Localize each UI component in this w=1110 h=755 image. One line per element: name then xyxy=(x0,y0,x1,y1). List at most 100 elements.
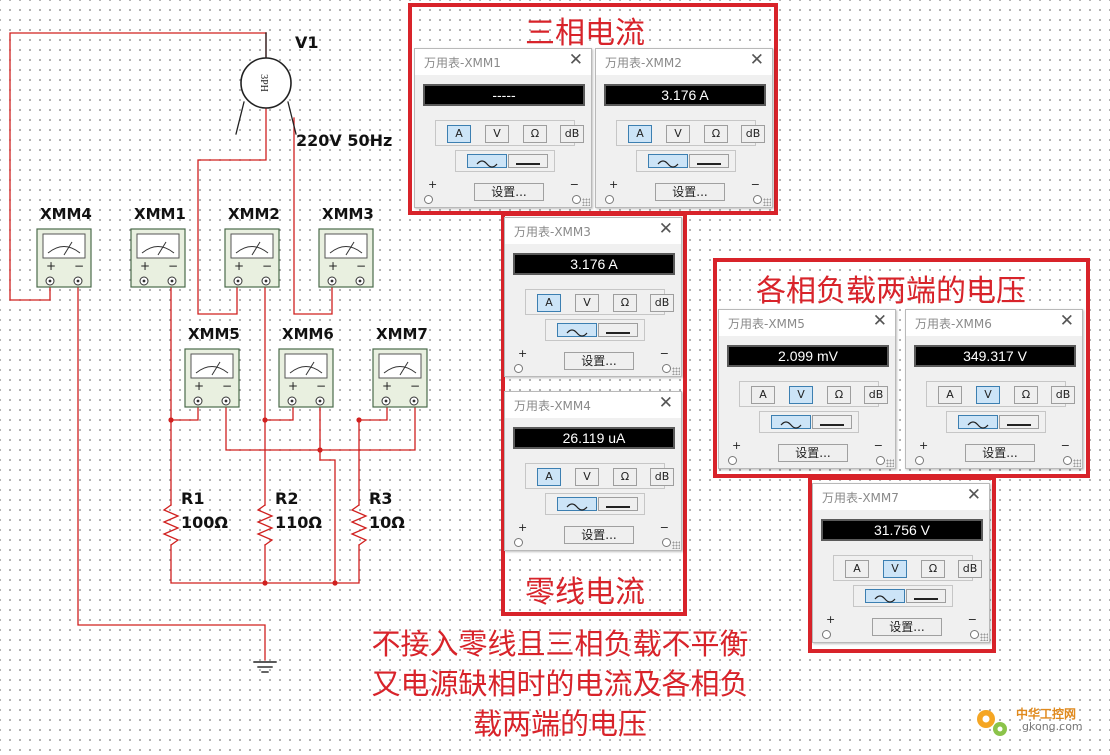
settings-button[interactable]: 设置... xyxy=(655,183,725,201)
dc-button[interactable] xyxy=(999,415,1039,429)
settings-button[interactable]: 设置... xyxy=(965,444,1035,462)
ac-button[interactable] xyxy=(557,323,597,337)
three-phase-current-caption: 三相电流 xyxy=(525,16,645,51)
mode-button-db[interactable]: dB xyxy=(560,125,584,143)
mode-button-db[interactable]: dB xyxy=(958,560,982,578)
panel-titlebar[interactable]: 万用表-XMM1✕ xyxy=(415,49,591,75)
dc-button[interactable] xyxy=(689,154,729,168)
meter-symbol-xmm3[interactable]: +− xyxy=(318,228,374,288)
plus-terminal[interactable] xyxy=(605,195,614,204)
settings-button[interactable]: 设置... xyxy=(564,526,634,544)
mode-button-ohm[interactable]: Ω xyxy=(613,294,637,312)
close-icon[interactable]: ✕ xyxy=(749,50,764,70)
mode-button-db[interactable]: dB xyxy=(741,125,765,143)
mode-button-ohm[interactable]: Ω xyxy=(523,125,547,143)
settings-button[interactable]: 设置... xyxy=(564,352,634,370)
mode-button-amp[interactable]: A xyxy=(537,468,561,486)
resize-grip-icon[interactable] xyxy=(1073,459,1081,467)
mode-button-ohm[interactable]: Ω xyxy=(704,125,728,143)
ac-button[interactable] xyxy=(771,415,811,429)
mode-button-amp[interactable]: A xyxy=(447,125,471,143)
mode-button-amp[interactable]: A xyxy=(751,386,775,404)
minus-terminal[interactable] xyxy=(572,195,581,204)
panel-titlebar[interactable]: 万用表-XMM6✕ xyxy=(906,310,1082,336)
mode-button-ohm[interactable]: Ω xyxy=(1014,386,1038,404)
mode-button-db[interactable]: dB xyxy=(650,294,674,312)
minus-terminal[interactable] xyxy=(1063,456,1072,465)
plus-terminal[interactable] xyxy=(728,456,737,465)
settings-button[interactable]: 设置... xyxy=(872,618,942,636)
settings-button[interactable]: 设置... xyxy=(778,444,848,462)
settings-button[interactable]: 设置... xyxy=(474,183,544,201)
dc-button[interactable] xyxy=(812,415,852,429)
meter-symbol-xmm6[interactable]: +− xyxy=(278,348,334,408)
meter-symbol-xmm4[interactable]: +− xyxy=(36,228,92,288)
close-icon[interactable]: ✕ xyxy=(966,485,981,505)
mode-button-volt[interactable]: V xyxy=(485,125,509,143)
plus-terminal[interactable] xyxy=(424,195,433,204)
meter-symbol-xmm7[interactable]: +− xyxy=(372,348,428,408)
mode-button-volt[interactable]: V xyxy=(575,468,599,486)
mode-button-volt[interactable]: V xyxy=(883,560,907,578)
mode-button-amp[interactable]: A xyxy=(845,560,869,578)
ac-button[interactable] xyxy=(467,154,507,168)
close-icon[interactable]: ✕ xyxy=(658,219,673,239)
minus-terminal[interactable] xyxy=(753,195,762,204)
meter-symbol-xmm2[interactable]: +− xyxy=(224,228,280,288)
panel-titlebar[interactable]: 万用表-XMM3✕ xyxy=(505,218,681,244)
panel-titlebar[interactable]: 万用表-XMM7✕ xyxy=(813,484,989,510)
minus-terminal[interactable] xyxy=(662,538,671,547)
meter-symbol-xmm1[interactable]: +− xyxy=(130,228,186,288)
resize-grip-icon[interactable] xyxy=(582,198,590,206)
mode-button-db[interactable]: dB xyxy=(1051,386,1075,404)
mode-button-volt[interactable]: V xyxy=(789,386,813,404)
resize-grip-icon[interactable] xyxy=(980,633,988,641)
minus-terminal[interactable] xyxy=(662,364,671,373)
mode-button-amp[interactable]: A xyxy=(628,125,652,143)
panel-titlebar[interactable]: 万用表-XMM2✕ xyxy=(596,49,772,75)
plus-terminal[interactable] xyxy=(514,538,523,547)
minus-terminal[interactable] xyxy=(876,456,885,465)
panel-titlebar[interactable]: 万用表-XMM5✕ xyxy=(719,310,895,336)
ac-button[interactable] xyxy=(958,415,998,429)
close-icon[interactable]: ✕ xyxy=(1059,311,1074,331)
mode-button-ohm[interactable]: Ω xyxy=(827,386,851,404)
ac-button[interactable] xyxy=(865,589,905,603)
dc-button[interactable] xyxy=(906,589,946,603)
close-icon[interactable]: ✕ xyxy=(568,50,583,70)
close-icon[interactable]: ✕ xyxy=(658,393,673,413)
mode-button-ohm[interactable]: Ω xyxy=(921,560,945,578)
dc-button[interactable] xyxy=(598,497,638,511)
dc-button[interactable] xyxy=(598,323,638,337)
mode-button-volt[interactable]: V xyxy=(575,294,599,312)
dc-button[interactable] xyxy=(508,154,548,168)
plus-terminal[interactable] xyxy=(822,630,831,639)
close-icon[interactable]: ✕ xyxy=(872,311,887,331)
ac-button[interactable] xyxy=(648,154,688,168)
resize-grip-icon[interactable] xyxy=(672,367,680,375)
mode-button-db[interactable]: dB xyxy=(650,468,674,486)
mode-button-volt[interactable]: V xyxy=(976,386,1000,404)
mode-button-volt[interactable]: V xyxy=(666,125,690,143)
three-phase-source[interactable]: 3PH xyxy=(240,57,292,109)
mode-button-amp[interactable]: A xyxy=(938,386,962,404)
mode-button-ohm[interactable]: Ω xyxy=(613,468,637,486)
resize-grip-icon[interactable] xyxy=(886,459,894,467)
plus-terminal[interactable] xyxy=(915,456,924,465)
meter-symbol-xmm5[interactable]: +− xyxy=(184,348,240,408)
plus-terminal[interactable] xyxy=(514,364,523,373)
resize-grip-icon[interactable] xyxy=(672,541,680,549)
resize-grip-icon[interactable] xyxy=(763,198,771,206)
mode-button-db[interactable]: dB xyxy=(864,386,888,404)
panel-titlebar[interactable]: 万用表-XMM4✕ xyxy=(505,392,681,418)
mode-button-amp[interactable]: A xyxy=(537,294,561,312)
ac-button[interactable] xyxy=(557,497,597,511)
minus-terminal[interactable] xyxy=(970,630,979,639)
